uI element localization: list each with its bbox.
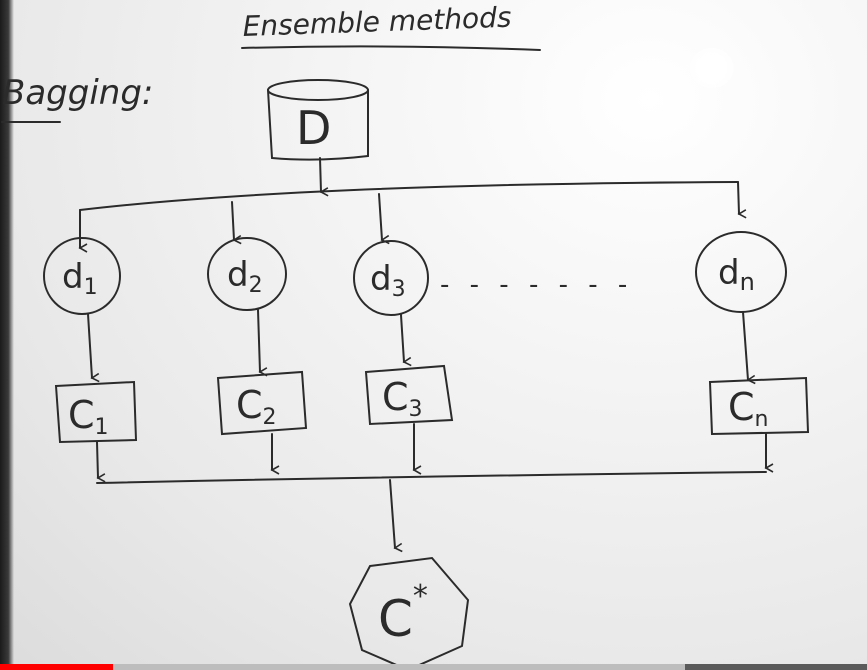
svg-text:C1: C1 xyxy=(68,393,109,440)
video-progress-bar[interactable] xyxy=(0,664,867,670)
arrow-dn-cn xyxy=(742,311,756,385)
classifier-box-n xyxy=(708,376,810,436)
svg-text:d2: d2 xyxy=(227,255,263,298)
sample-subscript-3: 3 xyxy=(392,277,406,302)
classifier-box-3 xyxy=(364,364,454,426)
progress-buffered xyxy=(113,664,685,670)
classifier-subscript-3: 3 xyxy=(409,397,423,422)
svg-text:C3: C3 xyxy=(382,375,423,422)
dataset-cylinder xyxy=(267,79,369,161)
sample-circle-1 xyxy=(43,237,121,315)
svg-text:d3: d3 xyxy=(370,259,406,302)
dataset-label: D xyxy=(296,101,331,155)
svg-text:C2: C2 xyxy=(236,383,277,430)
title-underline xyxy=(241,45,541,51)
classifier-label-2: C xyxy=(236,383,263,427)
top-bus xyxy=(79,181,739,211)
continuation-dots: - - - - - - - xyxy=(440,270,633,300)
arrow-d3-c3 xyxy=(400,314,412,367)
svg-text:C*: C* xyxy=(378,579,428,648)
sample-circle-3 xyxy=(353,240,429,316)
svg-text:Cn: Cn xyxy=(728,385,769,432)
light-glare xyxy=(690,48,734,88)
sample-circle-n xyxy=(695,231,787,313)
arrow-d2-c2 xyxy=(257,309,268,377)
sample-subscript-n: n xyxy=(740,268,755,296)
sample-label-1: d xyxy=(62,257,84,297)
combined-label: C xyxy=(378,590,413,648)
sample-label-3: d xyxy=(370,259,392,299)
classifier-subscript-1: 1 xyxy=(95,415,109,440)
bagging-heading: Bagging: xyxy=(2,73,153,113)
arrow-bus-dn xyxy=(737,181,747,219)
arrow-bus-d3 xyxy=(378,193,390,245)
progress-played xyxy=(0,664,113,670)
bottom-bus xyxy=(96,471,767,484)
whiteboard-frame-edge xyxy=(0,0,14,670)
combined-heptagon xyxy=(348,556,470,664)
classifier-subscript-2: 2 xyxy=(263,405,277,430)
sample-label-2: d xyxy=(227,255,249,295)
arrow-c1-bus xyxy=(96,441,106,483)
board-title: Ensemble methods xyxy=(242,1,512,43)
classifier-subscript-n: n xyxy=(755,407,769,432)
arrow-bus-cstar xyxy=(389,479,403,553)
sample-label-n: d xyxy=(718,253,740,293)
arrow-d1-c1 xyxy=(87,313,100,383)
combined-superscript: * xyxy=(413,579,428,614)
classifier-box-1 xyxy=(54,380,138,444)
classifier-box-2 xyxy=(216,370,308,436)
sample-subscript-1: 1 xyxy=(84,275,98,300)
classifier-label-n: C xyxy=(728,385,755,429)
sample-circle-2 xyxy=(207,237,287,311)
svg-text:d1: d1 xyxy=(62,257,98,300)
sample-subscript-2: 2 xyxy=(249,273,263,298)
arrow-d-to-bus xyxy=(319,157,329,197)
arrow-bus-d2 xyxy=(231,201,242,245)
classifier-label-1: C xyxy=(68,393,95,437)
classifier-label-3: C xyxy=(382,375,409,419)
svg-text:dn: dn xyxy=(718,253,755,296)
